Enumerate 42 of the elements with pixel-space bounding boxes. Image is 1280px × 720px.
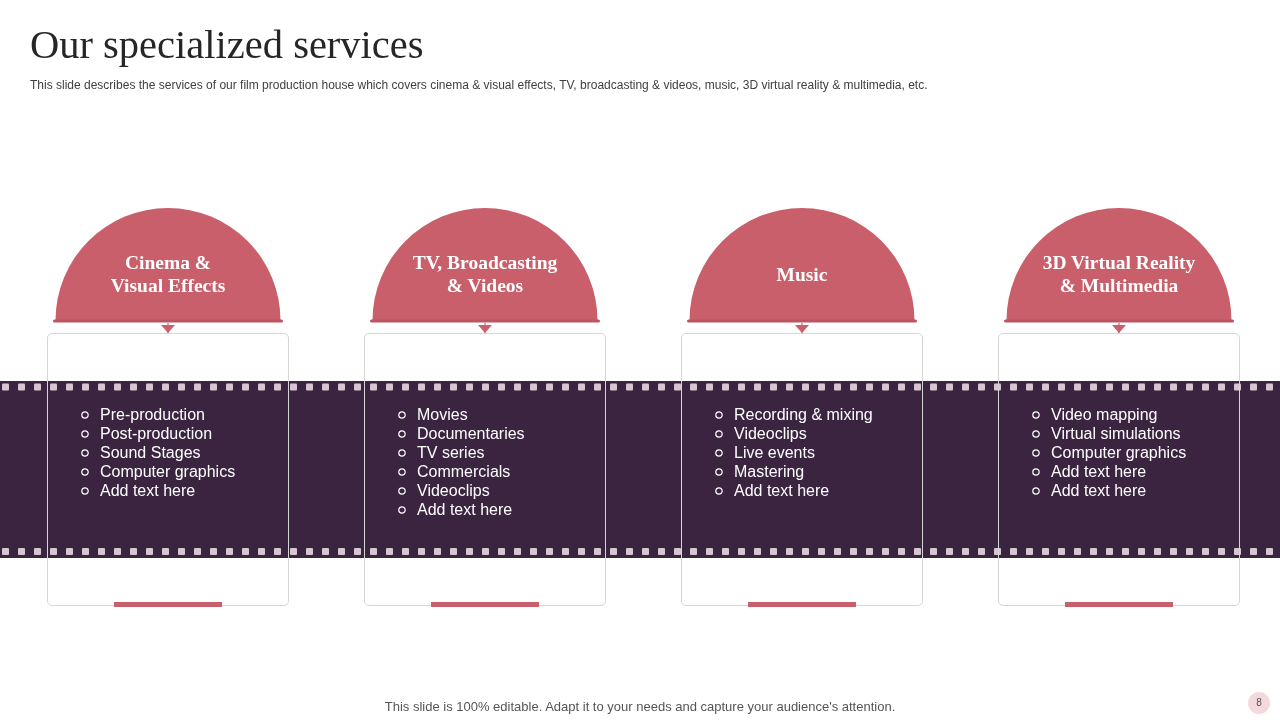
service-card — [47, 333, 289, 606]
semicircle-header — [53, 206, 283, 323]
service-card — [681, 333, 923, 606]
service-heading: Music — [775, 262, 829, 285]
list-item: Video mapping — [1051, 405, 1158, 424]
service-heading: 3D Virtual Reality & Multimedia — [1041, 250, 1197, 297]
list-item: Pre-production — [100, 405, 205, 424]
list-item: TV series — [417, 443, 485, 462]
list-item: Computer graphics — [100, 462, 236, 481]
service-heading: Cinema & Visual Effects — [109, 250, 227, 297]
list-item: Post-production — [100, 424, 213, 443]
list-item: Live events — [734, 443, 815, 462]
list-item: Videoclips — [734, 424, 807, 443]
list-item: Mastering — [734, 462, 805, 481]
page-badge — [1248, 692, 1270, 714]
pointer-arrow — [164, 322, 172, 334]
list-item: Videoclips — [417, 481, 490, 500]
pointer-arrow — [1115, 322, 1123, 334]
list-item: Sound Stages — [100, 443, 201, 462]
service-card — [998, 333, 1240, 606]
subtitle-text: This slide describes the services of our film production house which covers cinema & visual effects, TV, broadcasting & videos, music, 3D virtual reality & multimedia, etc. — [30, 78, 928, 92]
list-item: Add text here — [734, 481, 830, 500]
list-item: Add text here — [1051, 462, 1147, 481]
footer-note: This slide is 100% editable. Adapt it to your needs and capture your audience's attention. — [384, 699, 896, 715]
list-item: Virtual simulations — [1051, 424, 1181, 443]
list-item: Add text here — [100, 481, 196, 500]
list-item: Add text here — [1051, 481, 1147, 500]
semicircle-header — [370, 206, 600, 323]
list-item: Recording & mixing — [734, 405, 873, 424]
pointer-arrow — [481, 322, 489, 334]
list-item: Computer graphics — [1051, 443, 1187, 462]
semicircle-header — [687, 206, 917, 323]
semicircle-header — [1004, 206, 1234, 323]
list-item: Commercials — [417, 462, 511, 481]
service-heading: TV, Broadcasting & Videos — [411, 250, 559, 297]
service-card — [364, 333, 606, 606]
list-item: Documentaries — [417, 424, 525, 443]
page-number: 8 — [1256, 697, 1262, 709]
pointer-arrow — [798, 322, 806, 334]
slide-title: Our specialized services — [30, 22, 424, 68]
list-item: Add text here — [417, 500, 513, 519]
list-item: Movies — [417, 405, 468, 424]
